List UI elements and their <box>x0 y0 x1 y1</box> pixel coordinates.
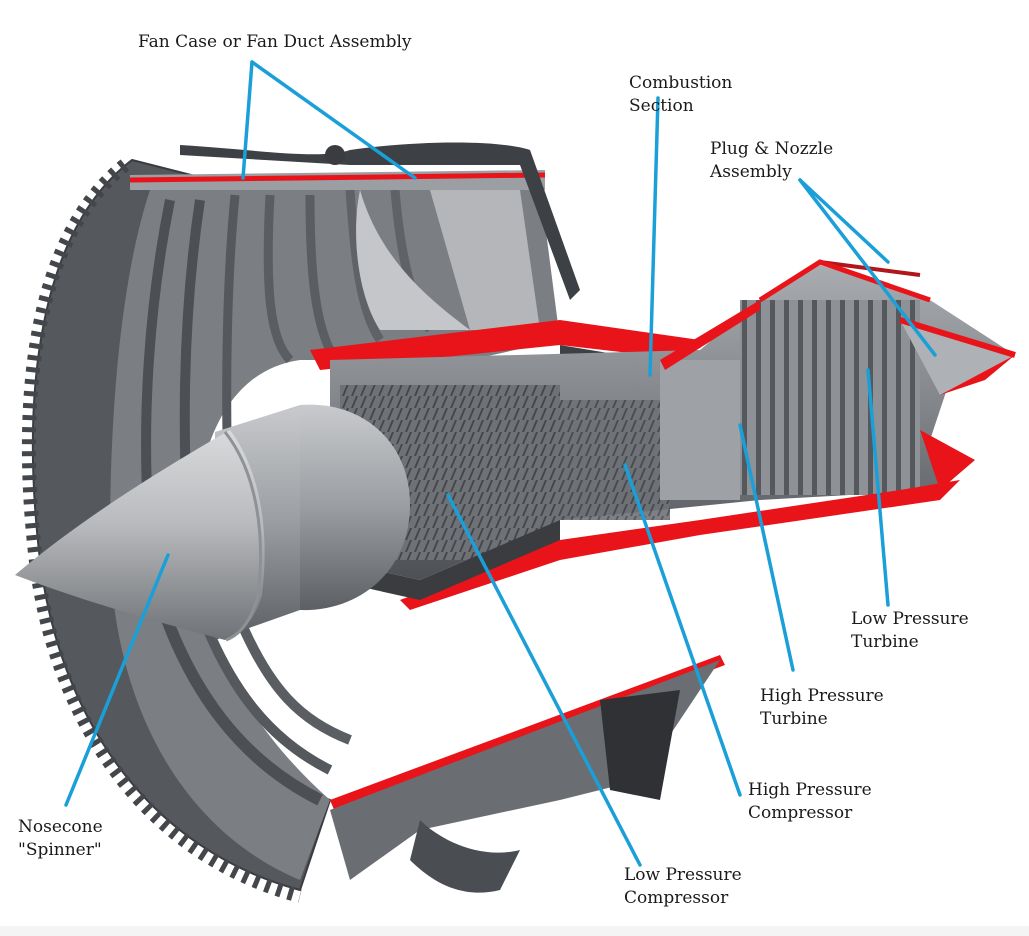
label-high-pressure-compressor: High Pressure Compressor <box>748 779 872 825</box>
leader-combustion <box>648 96 660 377</box>
label-high-pressure-turbine: High Pressure Turbine <box>760 685 884 731</box>
label-lpt-line1: Low Pressure <box>851 609 969 629</box>
nosecone-spinner <box>15 404 410 642</box>
label-fan-case: Fan Case or Fan Duct Assembly <box>138 31 412 54</box>
lower-cut-edges <box>330 480 960 893</box>
label-lpt-line2: Turbine <box>851 632 919 652</box>
bottom-strip <box>0 926 1029 936</box>
label-hpt-line1: High Pressure <box>760 686 884 706</box>
leader-nosecone <box>64 553 170 807</box>
label-plug-line2: Assembly <box>710 162 792 182</box>
label-nosecone-line2: "Spinner" <box>18 840 102 860</box>
label-fan-case-line1: Fan Case or Fan Duct Assembly <box>138 32 412 52</box>
leader-plug-a <box>798 178 890 264</box>
leader-fan-case-right <box>250 60 417 180</box>
leader-hpc <box>623 463 742 797</box>
label-combustion-line2: Section <box>629 96 694 116</box>
label-combustion-section: Combustion Section <box>629 72 732 118</box>
label-nosecone-line1: Nosecone <box>18 817 103 837</box>
label-hpc-line2: Compressor <box>748 803 853 823</box>
label-low-pressure-turbine: Low Pressure Turbine <box>851 608 969 654</box>
label-lpc-line2: Compressor <box>624 888 729 908</box>
leader-lpc <box>446 493 642 867</box>
label-lpc-line1: Low Pressure <box>624 865 742 885</box>
plug-nozzle <box>758 259 1016 490</box>
label-hpt-line2: Turbine <box>760 709 828 729</box>
leader-lines <box>64 60 937 867</box>
label-plug-nozzle: Plug & Nozzle Assembly <box>710 138 833 184</box>
label-nosecone: Nosecone "Spinner" <box>18 816 103 862</box>
label-plug-line1: Plug & Nozzle <box>710 139 834 159</box>
leader-plug-b <box>798 178 937 357</box>
leader-hpt <box>738 423 795 672</box>
leader-fan-case-left <box>241 60 254 180</box>
label-low-pressure-compressor: Low Pressure Compressor <box>624 864 742 910</box>
label-combustion-line1: Combustion <box>629 73 733 93</box>
turbine-stages <box>660 300 920 500</box>
fan-duct-top <box>129 142 580 330</box>
label-hpc-line1: High Pressure <box>748 780 872 800</box>
leader-lpt <box>866 368 890 607</box>
